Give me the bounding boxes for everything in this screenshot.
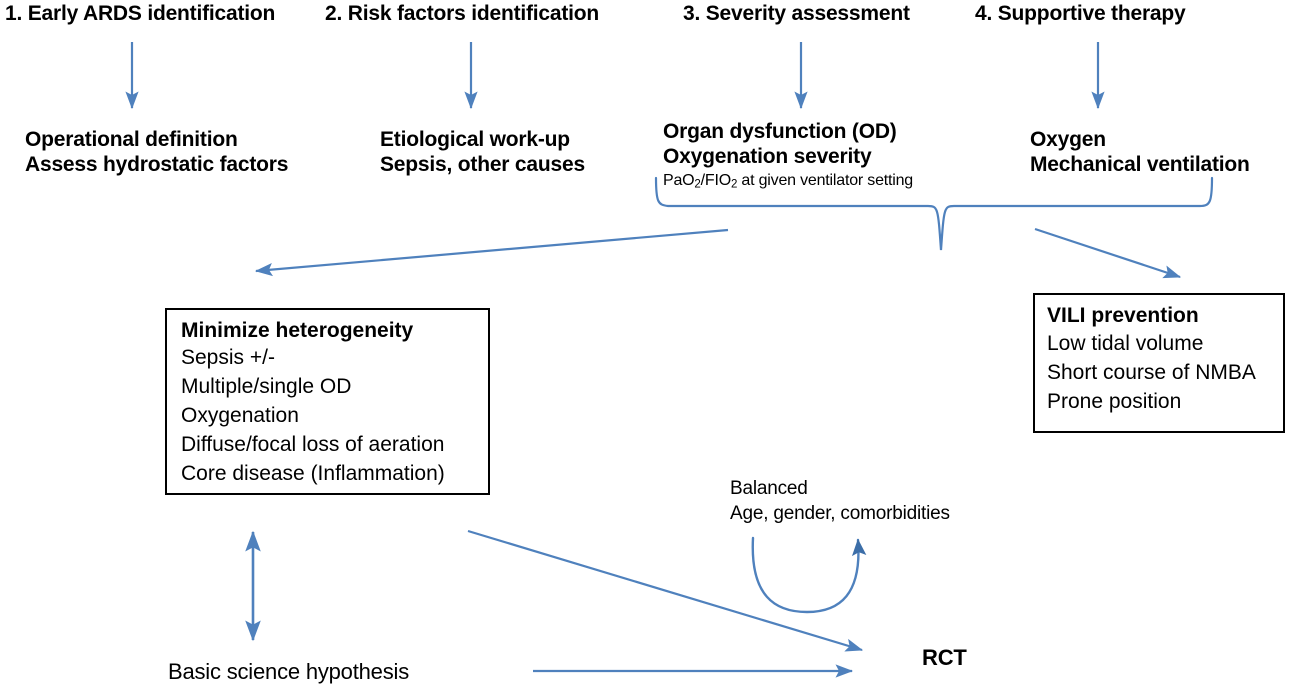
column-1-line-2: Assess hydrostatic factors: [25, 153, 289, 176]
box-minimize-heterogeneity: Minimize heterogeneity Sepsis +/- Multip…: [165, 308, 490, 495]
column-3-note: PaO2/FIO2 at given ventilator setting: [663, 172, 913, 192]
column-heading-1: 1. Early ARDS identification: [5, 2, 276, 25]
box-left-line-3: Oxygenation: [181, 404, 299, 427]
box-left-line-4: Diffuse/focal loss of aeration: [181, 433, 445, 456]
column-4-line-2: Mechanical ventilation: [1030, 153, 1250, 176]
column-4-line-1: Oxygen: [1030, 128, 1106, 151]
column-2-line-2: Sepsis, other causes: [380, 153, 585, 176]
column-2-line-1: Etiological work-up: [380, 128, 570, 151]
box-right-line-3: Prone position: [1047, 390, 1182, 413]
rct-label: RCT: [922, 645, 967, 670]
box-left-line-2: Multiple/single OD: [181, 375, 352, 398]
arrow-brace-to-left-box: [254, 228, 729, 277]
box-right-line-2: Short course of NMBA: [1047, 361, 1256, 384]
box-left-line-5: Core disease (Inflammation): [181, 462, 445, 485]
balanced-label-line-2: Age, gender, comorbidities: [730, 503, 950, 524]
column-3-line-1: Organ dysfunction (OD): [663, 120, 897, 143]
box-right-line-1: Low tidal volume: [1047, 332, 1204, 355]
box-left-title: Minimize heterogeneity: [181, 319, 414, 342]
box-right-title: VILI prevention: [1047, 304, 1199, 327]
column-1-line-1: Operational definition: [25, 128, 238, 151]
column-3-line-2: Oxygenation severity: [663, 145, 872, 168]
box-left-line-1: Sepsis +/-: [181, 346, 275, 369]
note-pao2: PaO2/FIO2 at given ventilator setting: [663, 172, 914, 191]
basic-science-hypothesis-label: Basic science hypothesis: [168, 659, 409, 684]
column-heading-4: 4. Supportive therapy: [975, 2, 1186, 25]
arrow-left-box-to-rct: [467, 529, 864, 652]
balanced-label-line-1: Balanced: [730, 478, 808, 499]
box-vili-prevention: VILI prevention Low tidal volume Short c…: [1033, 293, 1285, 433]
column-heading-3: 3. Severity assessment: [683, 2, 910, 25]
arrow-curved-balanced: [751, 536, 867, 614]
arrow-brace-to-right-box: [1034, 227, 1182, 279]
column-heading-2: 2. Risk factors identification: [325, 2, 600, 25]
